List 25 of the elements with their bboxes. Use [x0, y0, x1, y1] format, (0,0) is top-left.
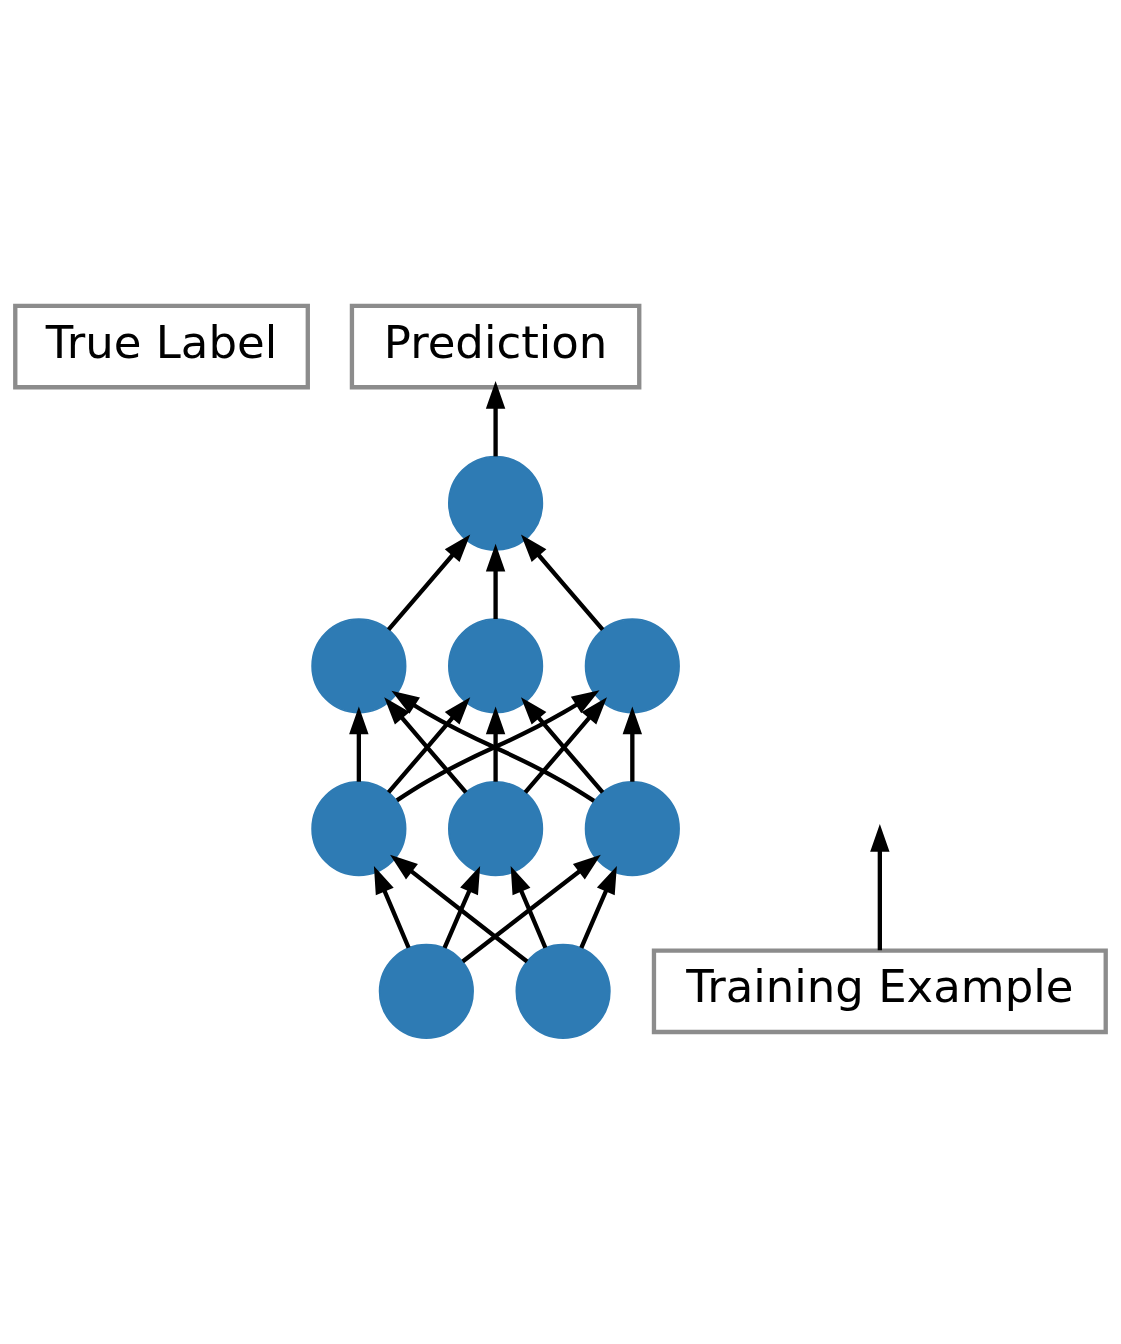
arrow	[870, 824, 890, 951]
node-circle	[584, 781, 680, 877]
arrow	[349, 706, 369, 782]
arrow	[461, 854, 601, 964]
arrow	[373, 865, 411, 949]
arrow	[579, 865, 617, 949]
node-circle	[448, 618, 544, 714]
arrow	[442, 865, 481, 949]
arrow	[386, 534, 471, 632]
node-circle	[584, 618, 680, 714]
arrow	[510, 865, 548, 949]
arrow	[485, 543, 506, 619]
node-circle	[515, 943, 611, 1039]
node-box: Prediction	[349, 303, 642, 390]
node-circle	[448, 455, 544, 551]
arrow	[390, 854, 529, 964]
node-circle	[378, 943, 474, 1039]
node-circle	[311, 781, 407, 877]
node-box: Training Example	[651, 948, 1108, 1035]
arrow	[520, 534, 605, 632]
node-circle	[311, 618, 407, 714]
node-circle	[448, 781, 544, 877]
arrow	[622, 706, 643, 782]
arrow	[485, 380, 506, 457]
node-box: True Label	[13, 303, 310, 390]
